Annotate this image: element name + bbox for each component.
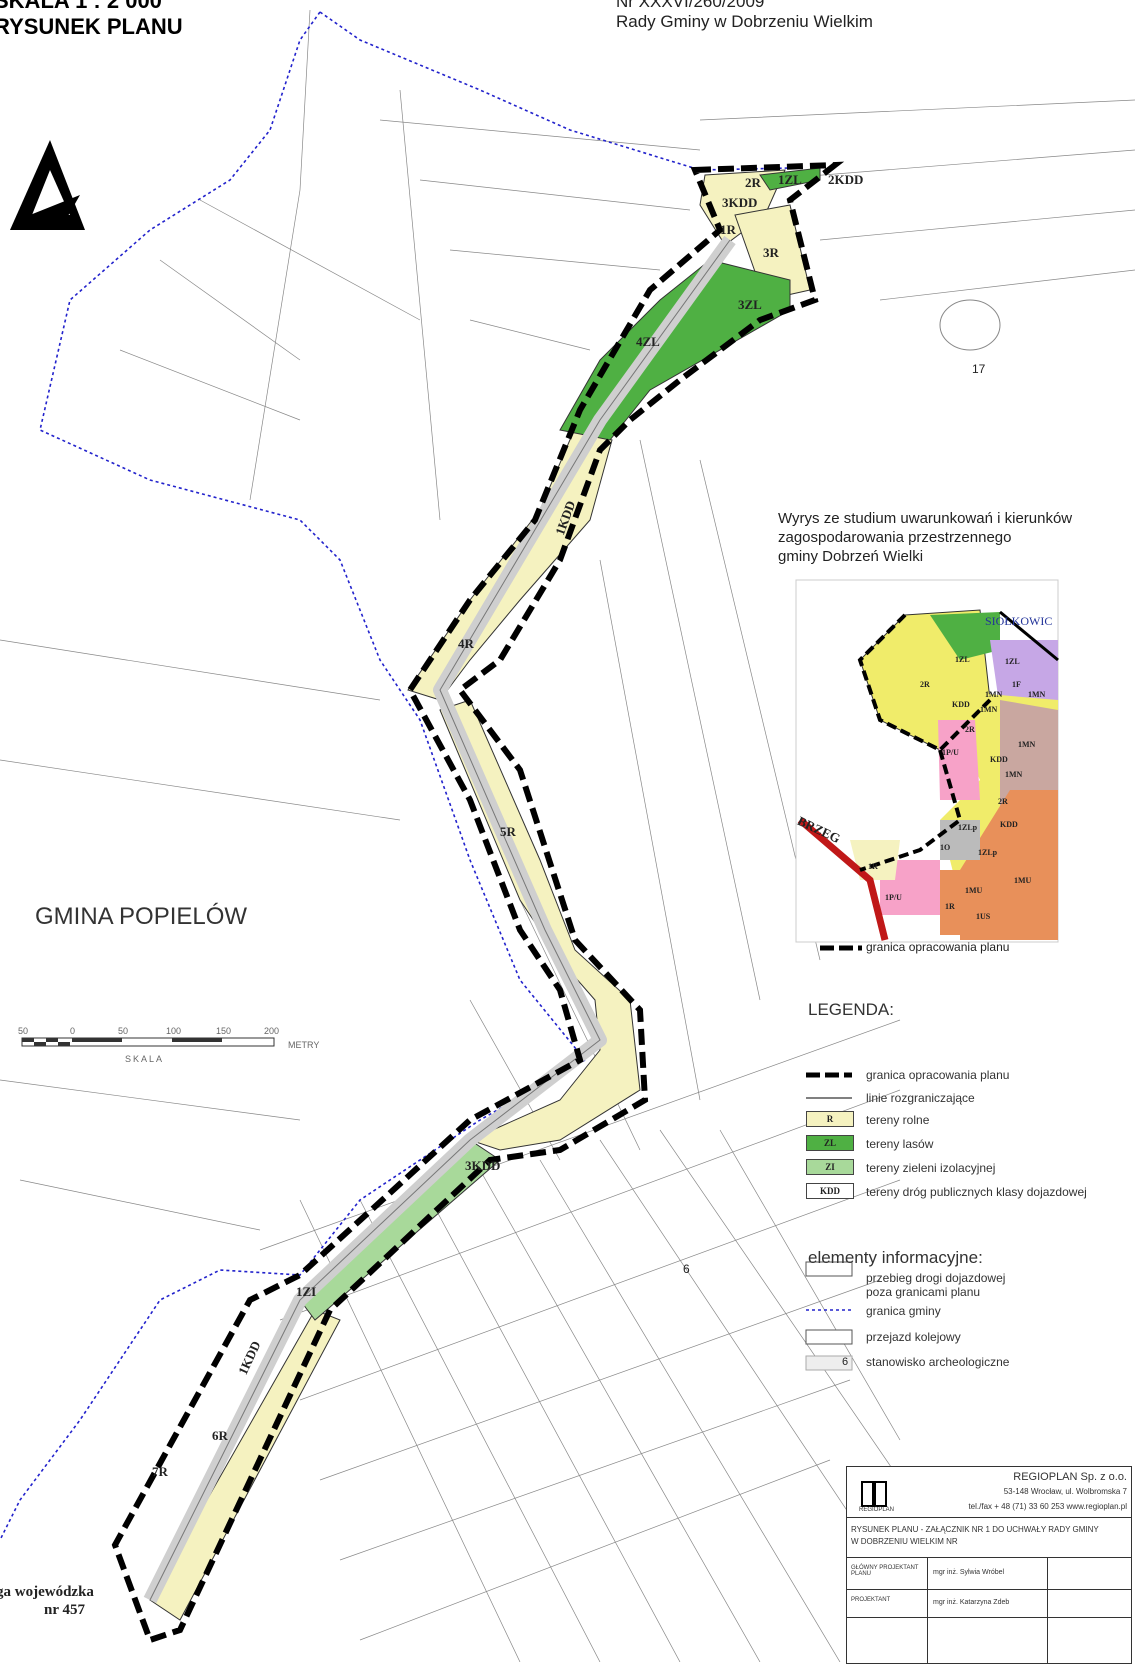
inset-zone-label: 1MU <box>965 886 983 895</box>
drawing-title-line2: W DOBRZENIU WIELKIM NR <box>851 1537 958 1546</box>
scale-unit: METRY <box>288 1040 320 1050</box>
scale-bar-graphic <box>21 1037 275 1047</box>
zone-label: 1R <box>720 222 736 237</box>
hatched-area <box>939 299 1001 351</box>
zone-label: 1ZI <box>296 1284 317 1299</box>
drawing-title-line1: RYSUNEK PLANU - ZAŁĄCZNIK NR 1 DO UCHWAŁ… <box>851 1525 1099 1534</box>
person-designer: mgr inż. Katarzyna Zdeb <box>933 1599 1010 1606</box>
zone-label: 4ZL <box>636 334 660 349</box>
company-contact: tel./fax + 48 (71) 33 60 253 www.regiopl… <box>968 1502 1127 1511</box>
inset-zone-label: KDD <box>990 755 1008 764</box>
archaeological-site-label: 6 <box>683 1262 690 1276</box>
inset-title-line1: Wyrys ze studium uwarunkowań i kierunków <box>778 510 1073 527</box>
role-designer: PROJEKTANT <box>851 1597 891 1603</box>
inset-zone-label: 1F <box>1012 680 1021 689</box>
inset-zone-label: 1R <box>868 862 878 871</box>
legend-swatch-agricultural: R <box>806 1111 854 1127</box>
inset-zone-label: 1MN <box>1005 770 1023 779</box>
legend-swatch-isolation: ZI <box>806 1159 854 1175</box>
info-heading: elementy informacyjne: <box>808 1248 983 1267</box>
zone-label: 3R <box>763 245 779 260</box>
inset-zone-label: 1ZLp <box>978 848 998 857</box>
inset-zone-label: 1ZLp <box>958 823 978 832</box>
zone-label: 7R <box>152 1464 168 1479</box>
scale-tick: 50 <box>18 1026 29 1036</box>
inset-zone-label: 1MN <box>980 705 998 714</box>
inset-zone-label: 1P/U <box>942 748 959 757</box>
zone-label: 5R <box>500 824 516 839</box>
zone-label: 3ZL <box>738 297 762 312</box>
scale-tick: 100 <box>166 1026 182 1036</box>
company-logo-icon <box>861 1481 887 1507</box>
inset-zone-label: 2R <box>965 725 975 734</box>
company-name: REGIOPLAN Sp. z o.o. <box>1013 1471 1127 1483</box>
zone-label: 3KDD <box>465 1158 501 1173</box>
council-name: Rady Gminy w Dobrzeniu Wielkim <box>616 12 873 31</box>
inset-zone-label: 1MU <box>1014 876 1032 885</box>
inset-town-label: SIOŁKOWIC <box>985 614 1053 628</box>
parcel-label: 17 <box>972 362 986 376</box>
scale-tick: 200 <box>264 1026 280 1036</box>
inset-map <box>795 579 1059 951</box>
info-item-marker: 6 <box>842 1356 849 1368</box>
road-kdd-center <box>149 239 731 1601</box>
info-item-label: stanowisko archeologiczne <box>866 1355 1010 1369</box>
legend-swatch-road: KDD <box>806 1183 854 1199</box>
info-item-label: granica gminy <box>866 1304 941 1318</box>
legend-item-label: tereny lasów <box>866 1137 934 1151</box>
role-lead-designer: GŁÓWNY PROJEKTANT PLANU <box>851 1565 919 1577</box>
plan-boundary <box>111 161 845 1644</box>
inset-zone-label: 2R <box>920 680 930 689</box>
scale-heading: SKALA 1 : 2 000 <box>0 0 162 13</box>
inset-zone-label: 1US <box>976 912 991 921</box>
person-lead-designer: mgr inż. Sylwia Wróbel <box>933 1569 1005 1576</box>
title-block: REGIOPLAN REGIOPLAN Sp. z o.o. 53-148 Wr… <box>846 1466 1132 1664</box>
scale-caption: SKALA <box>125 1054 165 1064</box>
road-label: ga wojewódzka <box>0 1584 94 1600</box>
zone-label: 4R <box>458 636 474 651</box>
inset-zone-label: 1R <box>945 902 955 911</box>
scale-tick: 0 <box>70 1026 76 1036</box>
inset-zone-label: KDD <box>952 700 970 709</box>
info-item-label: poza granicami planu <box>866 1285 981 1299</box>
inset-zone-label: KDD <box>1000 820 1018 829</box>
commune-label: GMINA POPIELÓW <box>35 903 248 930</box>
zone-label: 1ZL <box>778 172 802 187</box>
zone-label: 6R <box>212 1428 228 1443</box>
inset-zone-label: 1O <box>940 843 951 852</box>
inset-zone-label: 2R <box>998 797 1008 806</box>
logo-text: REGIOPLAN <box>859 1507 895 1513</box>
zone-label: 2R <box>745 175 761 190</box>
inset-zone-label: 1P/U <box>885 893 902 902</box>
legend-item-label: linie rozgraniczające <box>866 1091 975 1105</box>
info-item-label: przebieg drogi dojazdowej <box>866 1271 1006 1285</box>
inset-title-line3: gminy Dobrzeń Wielki <box>778 548 924 565</box>
legend-item-label: tereny rolne <box>866 1113 930 1127</box>
inset-zone-label: 1MN <box>985 690 1003 699</box>
legend-swatch-forest: ZL <box>806 1135 854 1151</box>
zone-label: 2KDD <box>828 172 864 187</box>
inset-title-line2: zagospodarowania przestrzennego <box>778 529 1012 546</box>
zone-label: 3KDD <box>722 195 758 210</box>
plan-title: RYSUNEK PLANU <box>0 14 183 39</box>
scale-tick: 150 <box>216 1026 232 1036</box>
info-item-label: przejazd kolejowy <box>866 1330 961 1344</box>
legend-item-label: tereny zieleni izolacyjnej <box>866 1161 996 1175</box>
resolution-number: Nr XXXVI/260/2009 <box>616 0 765 11</box>
company-address: 53-148 Wrocław, ul. Wolbromska 7 <box>1003 1487 1127 1496</box>
inset-zone-label: 1ZL <box>1005 657 1020 666</box>
legend-item-label: granica opracowania planu <box>866 1068 1010 1082</box>
commune-border <box>0 11 791 1541</box>
legend-swatches <box>805 1072 853 1371</box>
inset-zone-label: 1ZL <box>955 655 970 664</box>
inset-zone-label: 1MN <box>1018 740 1036 749</box>
scale-tick: 50 <box>118 1026 129 1036</box>
inset-boundary-caption: granica opracowania planu <box>866 940 1010 954</box>
legend-heading: LEGENDA: <box>808 1000 894 1019</box>
legend-item-label: tereny dróg publicznych klasy dojazdowej <box>866 1185 1087 1199</box>
north-arrow-icon <box>10 140 85 230</box>
inset-zone-label: 1MN <box>1028 690 1046 699</box>
road-number: nr 457 <box>44 1602 85 1618</box>
